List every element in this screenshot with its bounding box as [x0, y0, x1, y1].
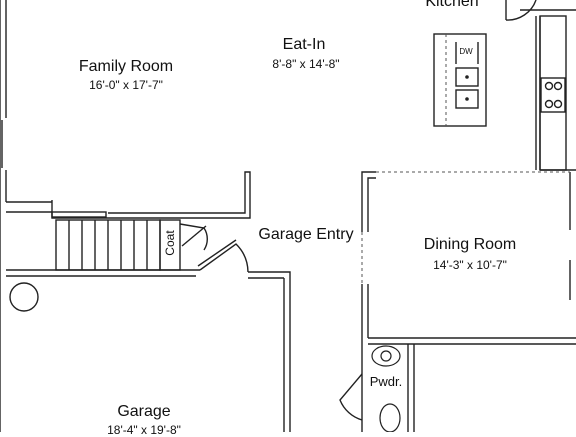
family-room-label: Family Room	[78, 58, 174, 75]
garage-dims: 18'-4" x 19'-8"	[107, 423, 181, 437]
left-exterior-wall	[0, 0, 7, 432]
garage-entry-doors	[179, 223, 249, 273]
sink-basin	[380, 350, 392, 362]
powder-room-label: Pwdr.	[369, 374, 403, 389]
kitchen-label: Kitchen	[425, 0, 479, 10]
dining-room-dims: 14'-3" x 10'-7"	[433, 258, 507, 272]
dishwasher-label: DW	[459, 47, 473, 56]
eat-in-dims: 8'-8" x 14'-8"	[272, 57, 340, 71]
sink-drains	[465, 75, 469, 101]
family-room-lower-wall	[6, 171, 251, 219]
range	[540, 77, 566, 113]
eat-in-label: Eat-In	[282, 36, 326, 53]
garage-label: Garage	[117, 403, 171, 420]
kitchen-walls	[505, 0, 576, 171]
garage-walls	[6, 269, 291, 432]
stairs	[55, 219, 161, 271]
powder-sink	[371, 345, 401, 367]
toilet	[379, 403, 401, 432]
family-room-dims: 16'-0" x 17'-7"	[89, 78, 163, 92]
dining-room-label: Dining Room	[423, 236, 517, 253]
kitchen-island	[433, 33, 487, 127]
garage-entry-label: Garage Entry	[258, 226, 354, 243]
water-heater	[9, 282, 39, 312]
dashed-boundaries	[361, 34, 570, 284]
powder-room	[339, 344, 415, 432]
dining-room-walls	[361, 171, 576, 432]
coat-closet-label: Coat	[163, 230, 177, 256]
